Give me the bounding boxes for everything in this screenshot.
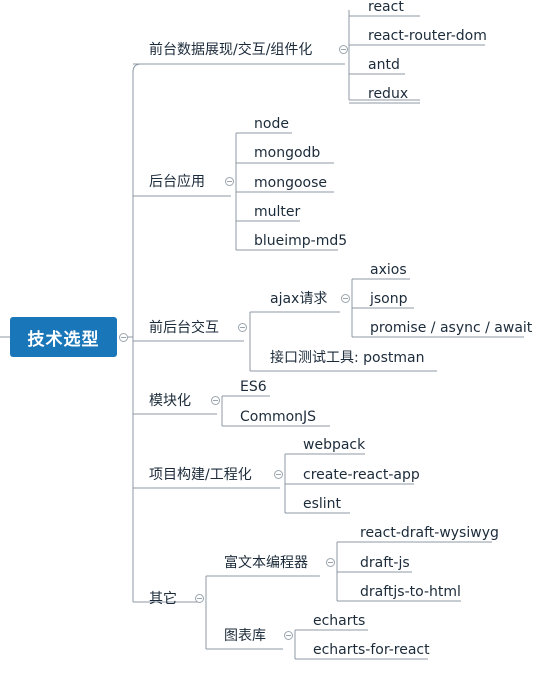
branch-modules[interactable]: 模块化: [149, 393, 191, 409]
leaf-commonjs[interactable]: CommonJS: [240, 409, 317, 425]
group-chart-library[interactable]: 图表库: [224, 628, 266, 644]
collapse-icon[interactable]: [211, 396, 220, 405]
leaf-draftjs-to-html[interactable]: draftjs-to-html: [360, 584, 461, 600]
leaf-mongodb[interactable]: mongodb: [254, 145, 321, 161]
collapse-icon[interactable]: [119, 333, 128, 342]
group-api-testing[interactable]: 接口测试工具: postman: [270, 350, 425, 366]
leaf-draft-js[interactable]: draft-js: [360, 555, 410, 571]
collapse-icon[interactable]: [326, 558, 335, 567]
leaf-react[interactable]: react: [368, 0, 404, 15]
branch-build[interactable]: 项目构建/工程化: [149, 467, 252, 483]
leaf-jsonp[interactable]: jsonp: [370, 291, 408, 307]
leaf-node[interactable]: node: [254, 116, 289, 132]
leaf-react-draft-wysiwyg[interactable]: react-draft-wysiwyg: [360, 525, 499, 541]
group-ajax[interactable]: ajax请求: [270, 291, 328, 307]
leaf-blueimp-md5[interactable]: blueimp-md5: [254, 233, 348, 249]
leaf-react-router-dom[interactable]: react-router-dom: [368, 28, 487, 44]
leaf-promise-async-await[interactable]: promise / async / await: [370, 320, 533, 336]
collapse-icon[interactable]: [195, 594, 204, 603]
leaf-mongoose[interactable]: mongoose: [254, 175, 328, 191]
connector-line: [132, 63, 142, 602]
leaf-multer[interactable]: multer: [254, 204, 301, 220]
collapse-icon[interactable]: [341, 294, 350, 303]
leaf-create-react-app[interactable]: create-react-app: [303, 467, 420, 483]
collapse-icon[interactable]: [225, 177, 234, 186]
collapse-icon[interactable]: [284, 631, 293, 640]
branch-interaction[interactable]: 前后台交互: [149, 320, 219, 336]
leaf-antd[interactable]: antd: [368, 57, 400, 73]
collapse-icon[interactable]: [238, 323, 247, 332]
leaf-echarts-for-react[interactable]: echarts-for-react: [313, 642, 430, 658]
branch-frontend[interactable]: 前台数据展现/交互/组件化: [149, 42, 313, 58]
leaf-webpack[interactable]: webpack: [303, 437, 366, 453]
root-topic[interactable]: 技术选型: [10, 317, 117, 357]
branch-backend[interactable]: 后台应用: [149, 174, 205, 190]
collapse-icon[interactable]: [339, 45, 348, 54]
leaf-eslint[interactable]: eslint: [303, 496, 342, 512]
leaf-echarts[interactable]: echarts: [313, 613, 366, 629]
branch-other[interactable]: 其它: [149, 591, 177, 607]
leaf-axios[interactable]: axios: [370, 262, 407, 278]
leaf-es6[interactable]: ES6: [240, 379, 267, 395]
collapse-icon[interactable]: [274, 470, 283, 479]
leaf-redux[interactable]: redux: [368, 86, 409, 102]
group-rich-text-editor[interactable]: 富文本编程器: [224, 555, 308, 571]
